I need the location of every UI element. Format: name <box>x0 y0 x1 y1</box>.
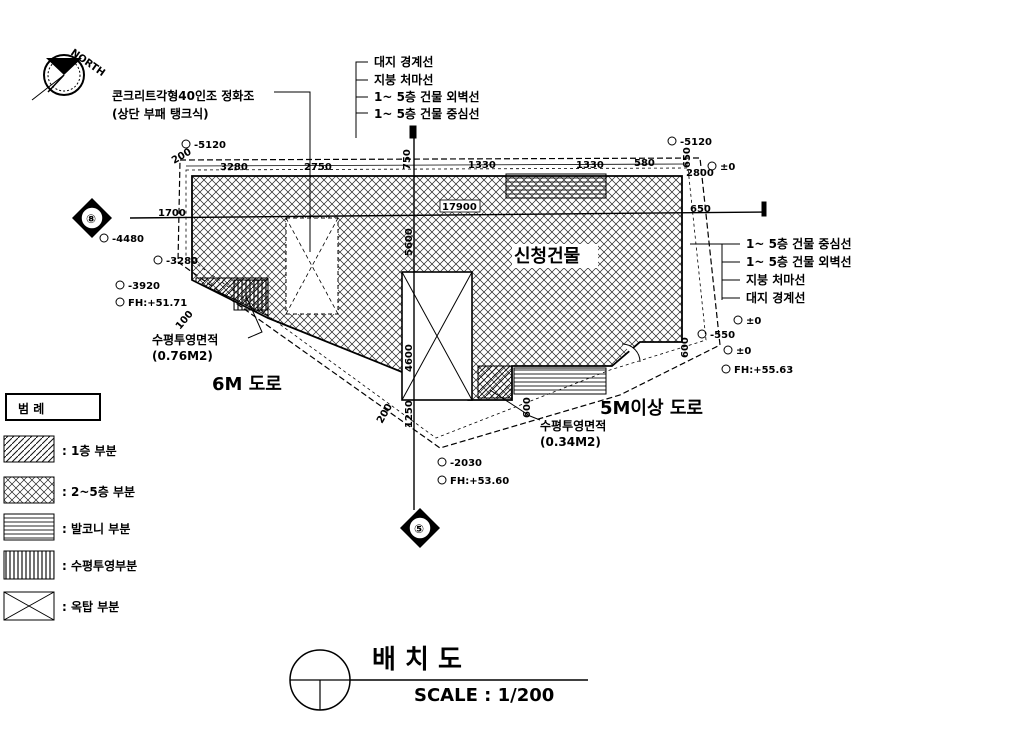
level-marker: -4480 <box>99 233 144 245</box>
axis-lines <box>129 125 767 510</box>
marker-west-label: ⑧ <box>86 212 96 226</box>
top-callout-2: 1~ 5층 건물 외벽선 <box>374 89 480 104</box>
drawing-label: -550 <box>710 330 735 341</box>
legend: 범 례 : 1층 부분 : 2~5층 부분 : 발코니 부분 : 수평투영부분 … <box>3 393 137 621</box>
drawing-label: 17900 <box>442 202 477 213</box>
drawing-label: 2750 <box>304 162 332 173</box>
level-marker: FH:+55.63 <box>721 364 793 376</box>
building-label-bg <box>512 244 598 268</box>
drawing-title: 배 치 도 <box>372 645 462 675</box>
road-right-label: 5M이상 도로 <box>600 398 703 419</box>
drawing-label: FH:+55.63 <box>734 365 793 376</box>
proj-left-0: 수평투영면적 <box>152 332 218 347</box>
legend-title: 범 례 <box>18 401 44 416</box>
drawing-label: 750 <box>402 149 413 170</box>
legend-item: : 옥탑 부분 <box>3 591 119 621</box>
level-marker: ±0 <box>723 345 751 357</box>
top-callout-3: 1~ 5층 건물 중심선 <box>374 106 480 121</box>
top-callout-1: 지붕 처마선 <box>374 72 433 87</box>
septic-callout-1: (상단 부패 탱크식) <box>112 106 209 121</box>
proj-left-1: (0.76M2) <box>152 349 213 363</box>
level-marker: FH:+51.71 <box>115 297 187 309</box>
legend-item: : 수평투영부분 <box>3 550 137 580</box>
drawing-label: 100 <box>174 309 196 332</box>
marker-south: ⑤ <box>400 508 440 548</box>
drawing-label: 1330 <box>468 160 496 171</box>
proj-right-0: 수평투영면적 <box>540 418 606 433</box>
drawing-label: 580 <box>634 158 655 169</box>
road-left-label: 6M 도로 <box>212 374 282 395</box>
proj-right-1: (0.34M2) <box>540 435 601 449</box>
level-marker: FH:+53.60 <box>437 475 509 487</box>
right-callout-1: 1~ 5층 건물 외벽선 <box>746 254 852 269</box>
legend-item: : 2~5층 부분 <box>3 476 135 504</box>
drawing-label: FH:+51.71 <box>128 298 187 309</box>
north-arrow-icon: NORTH <box>31 47 107 101</box>
proj-right-callout: 수평투영면적 (0.34M2) <box>489 389 606 449</box>
drawing-label: FH:+53.60 <box>450 476 509 487</box>
level-marker: ±0 <box>707 161 735 173</box>
legend-item: : 발코니 부분 <box>3 513 130 541</box>
drawing-label: 1250 <box>404 400 415 428</box>
drawing-label: -3920 <box>128 281 160 292</box>
marker-south-label: ⑤ <box>414 522 424 536</box>
drawing-label: 3280 <box>220 162 248 173</box>
legend-item: : 1층 부분 <box>3 435 117 463</box>
site-boundary <box>177 157 721 449</box>
drawing-label: : 옥탑 부분 <box>62 599 119 614</box>
drawing-label: ±0 <box>746 316 761 327</box>
right-callout-3: 대지 경계선 <box>746 290 805 305</box>
level-marker: -5120 <box>181 139 226 151</box>
proj-left-callout: 수평투영면적 (0.76M2) <box>152 295 263 363</box>
level-marker: ±0 <box>733 315 761 327</box>
drawing-label: -2030 <box>450 458 482 469</box>
drawing-label: ±0 <box>720 162 735 173</box>
drawing-scale: SCALE : 1/200 <box>414 685 554 706</box>
drawing-label: -5120 <box>194 140 226 151</box>
drawing-label: -4480 <box>112 234 144 245</box>
drawing-label: 2800 <box>686 168 714 179</box>
drawing-label: -5120 <box>680 137 712 148</box>
building-label: 신청건물 <box>514 246 580 267</box>
top-callout: 대지 경계선 지붕 처마선 1~ 5층 건물 외벽선 1~ 5층 건물 중심선 <box>355 54 480 138</box>
drawing-label: 5600 <box>404 228 415 256</box>
level-marker: -5120 <box>667 136 712 148</box>
drawing-label: : 발코니 부분 <box>62 521 130 536</box>
level-marker: -3920 <box>115 280 160 292</box>
level-marker: -2030 <box>437 457 482 469</box>
level-marker: -550 <box>697 329 735 341</box>
drawing-label: : 1층 부분 <box>62 443 117 458</box>
drawing-label: : 수평투영부분 <box>62 558 137 573</box>
drawing-label: ±0 <box>736 346 751 357</box>
building-footprint <box>191 173 683 401</box>
drawing-label: 600 <box>522 397 533 418</box>
marker-west: ⑧ <box>72 198 112 238</box>
septic-callout-0: 콘크리트각형40인조 정화조 <box>112 88 254 103</box>
right-callout-0: 1~ 5층 건물 중심선 <box>746 236 852 251</box>
title-block: 배 치 도 SCALE : 1/200 <box>289 645 588 711</box>
top-callout-0: 대지 경계선 <box>374 54 433 69</box>
septic-callout: 콘크리트각형40인조 정화조 (상단 부패 탱크식) <box>112 88 311 252</box>
drawing-label: -3280 <box>166 256 198 267</box>
drawing-label: 1700 <box>158 208 186 219</box>
right-callout-2: 지붕 처마선 <box>746 272 805 287</box>
drawing-label: 200 <box>170 147 194 167</box>
drawing-label: 650 <box>690 204 711 215</box>
drawing-label: : 2~5층 부분 <box>62 484 135 499</box>
right-callout: 1~ 5층 건물 중심선 1~ 5층 건물 외벽선 지붕 처마선 대지 경계선 <box>690 236 852 305</box>
drawing-label: 1330 <box>576 160 604 171</box>
drawing-label: 4600 <box>404 344 415 372</box>
drawing-label: 650 <box>682 147 693 168</box>
level-marker: -3280 <box>153 255 198 267</box>
level-markers: -5120 -4480 -3280 -3920 FH:+51.71 -5120 … <box>99 136 793 487</box>
drawing-label: 600 <box>680 337 691 358</box>
